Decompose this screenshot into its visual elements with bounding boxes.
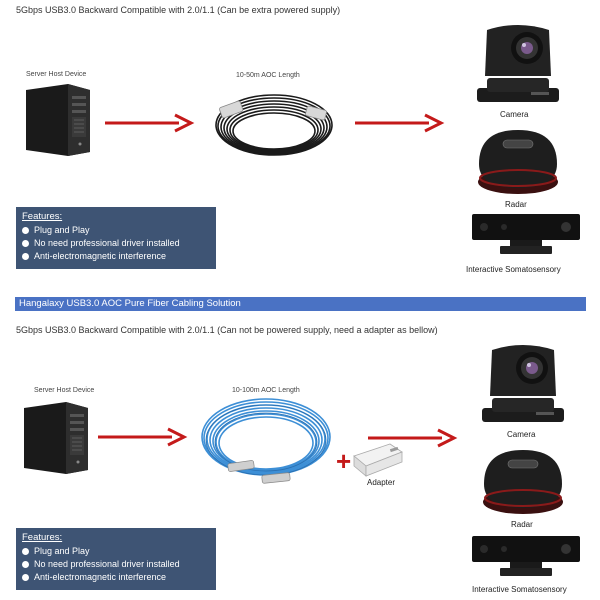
bullet-icon	[22, 548, 29, 555]
bullet-icon	[22, 574, 29, 581]
somatosensory-sensor-icon	[472, 536, 580, 576]
server-host-icon	[26, 84, 90, 156]
camera-icon	[477, 25, 559, 102]
somatosensory-label: Interactive Somatosensory	[472, 585, 567, 594]
aoc-length-label: 10-100m AOC Length	[232, 387, 300, 394]
black-aoc-cable-icon	[215, 94, 333, 156]
server-host-label: Server Host Device	[26, 71, 87, 78]
camera-icon	[482, 345, 564, 422]
features-title: Features:	[22, 211, 63, 222]
bullet-icon	[22, 227, 29, 234]
plus-symbol: +	[336, 446, 352, 476]
feature-item: Anti-electromagnetic interference	[22, 571, 210, 584]
radar-label: Radar	[511, 520, 533, 529]
features-panel: Features: Plug and Play No need professi…	[16, 207, 216, 269]
radar-label: Radar	[505, 200, 527, 209]
feature-item: Anti-electromagnetic interference	[22, 250, 210, 263]
somatosensory-label: Interactive Somatosensory	[466, 265, 561, 274]
server-host-label: Server Host Device	[34, 387, 95, 394]
bullet-icon	[22, 561, 29, 568]
solution-banner: Hangalaxy USB3.0 AOC Pure Fiber Cabling …	[15, 297, 586, 311]
aoc-length-label: 10-50m AOC Length	[236, 72, 300, 79]
section2-header: 5Gbps USB3.0 Backward Compatible with 2.…	[16, 325, 438, 335]
blue-aoc-cable-icon	[201, 398, 331, 484]
arrow-server-to-cable	[105, 113, 195, 133]
arrow-cable-to-devices	[368, 428, 458, 448]
arrow-cable-to-devices	[355, 113, 445, 133]
adapter-label: Adapter	[367, 478, 396, 487]
arrow-server-to-cable	[98, 427, 188, 447]
bullet-icon	[22, 240, 29, 247]
radar-icon	[478, 130, 558, 194]
feature-item: Plug and Play	[22, 545, 210, 558]
server-host-icon	[24, 402, 88, 474]
somatosensory-sensor-icon	[472, 214, 580, 254]
features-panel: Features: Plug and Play No need professi…	[16, 528, 216, 590]
feature-item: No need professional driver installed	[22, 237, 210, 250]
radar-icon	[483, 450, 563, 514]
bullet-icon	[22, 253, 29, 260]
features-title: Features:	[22, 532, 63, 543]
section1-header: 5Gbps USB3.0 Backward Compatible with 2.…	[16, 5, 341, 15]
camera-label: Camera	[500, 110, 529, 119]
camera-label: Camera	[507, 430, 536, 439]
feature-item: No need professional driver installed	[22, 558, 210, 571]
adapter-icon	[353, 443, 403, 477]
feature-item: Plug and Play	[22, 224, 210, 237]
